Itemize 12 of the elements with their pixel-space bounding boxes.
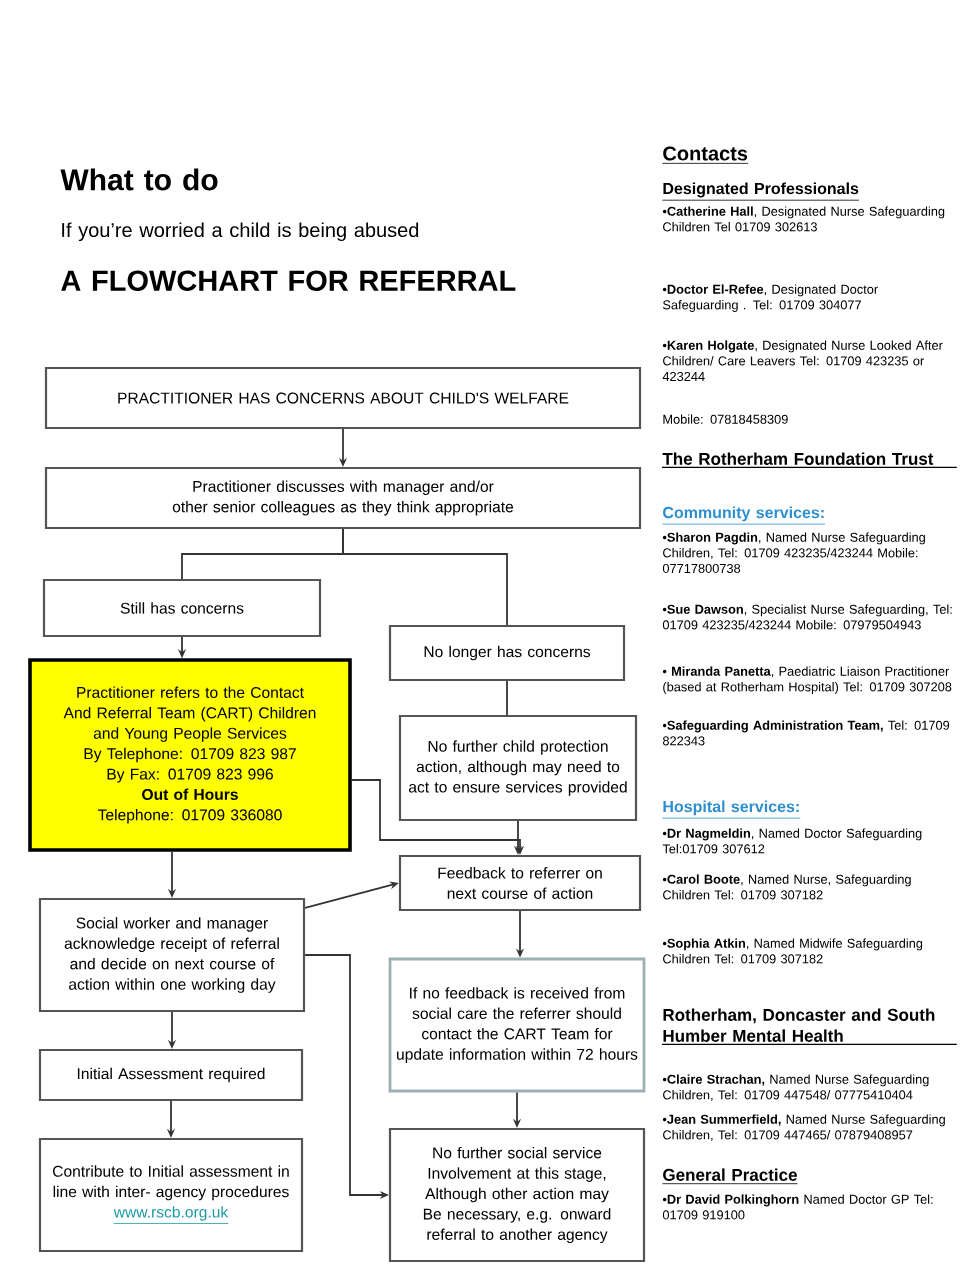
subtitle: If you’re worried a child is being abused <box>62 222 419 242</box>
section-heading: Designated Professionals <box>662 182 860 201</box>
section-heading: Community services: <box>662 506 826 525</box>
section-heading: Rotherham, Doncaster and South Humber Mental Health <box>663 1008 935 1042</box>
connector-line <box>506 680 508 716</box>
section-heading: Hospital services: <box>662 800 801 819</box>
connector-line <box>342 528 508 626</box>
heading: A FLOWCHART FOR REFERRAL <box>61 270 516 291</box>
section-heading: Contacts <box>662 146 749 164</box>
section-heading: General Practice <box>662 1168 798 1185</box>
section-heading: The Rotherham Foundation Trust <box>662 452 934 465</box>
heading: What to do <box>60 168 218 191</box>
